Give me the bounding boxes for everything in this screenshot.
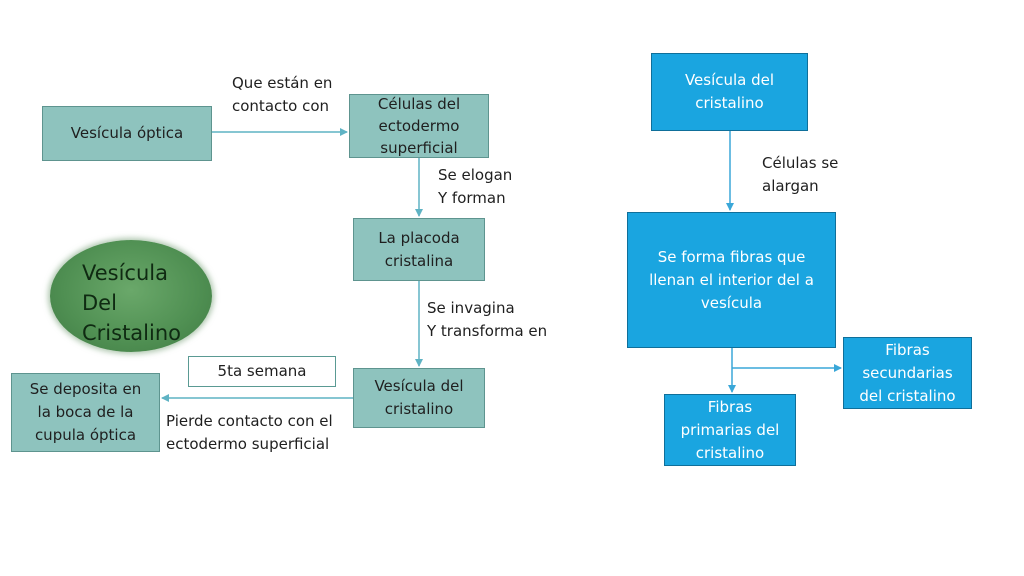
label-invagina: Se invagina Y transforma en	[427, 299, 548, 340]
node-placoda: La placoda cristalina	[353, 218, 485, 281]
node-vesicula-cristalino-right: Vesícula del cristalino	[651, 53, 808, 131]
node-vesicula-optica: Vesícula óptica	[42, 106, 212, 161]
title-ellipse	[50, 240, 212, 352]
node-fibras-primarias: Fibras primarias del cristalino	[664, 394, 796, 466]
diagram-title: Vesícula Del Cristalino	[82, 261, 182, 345]
node-fibras-secundarias: Fibras secundarias del cristalino	[843, 337, 972, 409]
node-fibras-interior: Se forma fibras que llenan el interior d…	[627, 212, 836, 348]
node-vesicula-cristalino-left: Vesícula del cristalino	[353, 368, 485, 428]
label-alargan: Células se alargan	[762, 154, 839, 195]
label-elogan: Se elogan Y forman	[438, 166, 513, 207]
node-celulas-ectodermo: Células del ectodermo superficial	[349, 94, 489, 158]
label-pierde: Pierde contacto con el ectodermo superfi…	[166, 412, 333, 453]
node-semana: 5ta semana	[188, 356, 336, 387]
label-contacto: Que están en contacto con	[232, 74, 333, 115]
node-deposita: Se deposita en la boca de la cupula ópti…	[11, 373, 160, 452]
